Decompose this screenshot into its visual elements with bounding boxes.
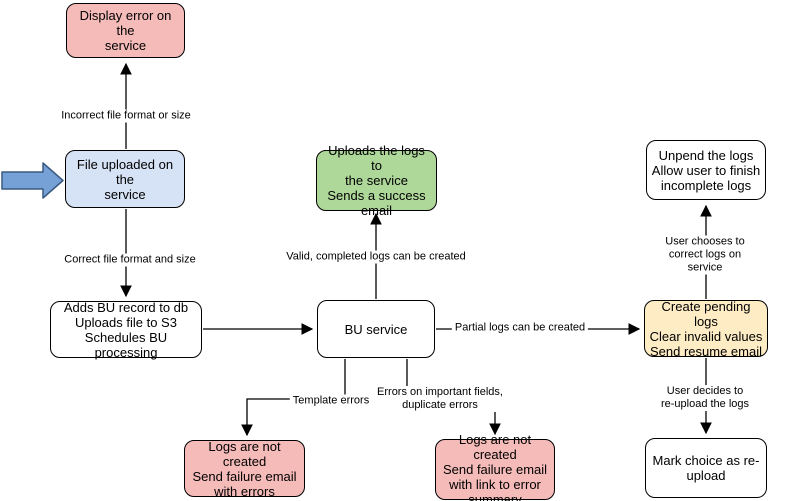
block-arrow-icon — [1, 162, 64, 199]
edge-label-valid-logs: Valid, completed logs can be created — [283, 250, 469, 264]
edge-label-correct-format: Correct file format and size — [61, 253, 199, 267]
edge-label-field-errors: Errors on important fields, duplicate er… — [374, 386, 506, 412]
node-file-uploaded: File uploaded on the service — [65, 150, 185, 208]
node-mark-reupload: Mark choice as re- upload — [645, 438, 767, 498]
node-bu-service: BU service — [317, 300, 435, 358]
edge-label-user-reuploads: User decides to re-upload the logs — [657, 385, 753, 411]
node-logs-not-created-errors: Logs are not created Send failure email … — [184, 439, 305, 499]
node-create-pending-logs: Create pending logs Clear invalid values… — [644, 299, 768, 359]
edge-label-partial-logs: Partial logs can be created — [451, 321, 589, 335]
node-unpend-logs: Unpend the logs Allow user to finish inc… — [646, 140, 766, 200]
node-display-error: Display error on the service — [66, 3, 185, 58]
node-logs-not-created-summary: Logs are not created Send failure email … — [435, 432, 555, 501]
edge-label-incorrect-format: Incorrect file format or size — [58, 109, 194, 123]
node-uploads-logs: Uploads the logs to the service Sends a … — [316, 143, 437, 218]
edge-label-template-errors: Template errors — [289, 394, 373, 408]
node-adds-bu-record: Adds BU record to db Uploads file to S3 … — [50, 300, 202, 360]
edge-label-user-corrects: User chooses to correct logs on service — [657, 235, 753, 275]
